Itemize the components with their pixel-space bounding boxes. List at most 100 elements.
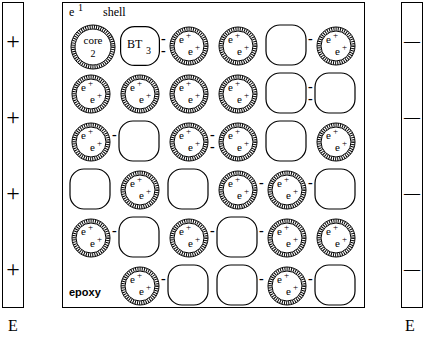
charge-symbol: + <box>284 271 289 280</box>
charge-symbol: + <box>137 175 142 184</box>
shell-hatching <box>319 125 353 159</box>
core-shell-particle: e+e+ <box>71 74 111 114</box>
core-shell-particle: e+e+ <box>267 218 307 258</box>
charge-symbol: - <box>210 140 215 154</box>
core-outline <box>272 223 302 253</box>
shell-outline <box>317 219 355 257</box>
shell-hatching <box>319 29 353 63</box>
charge-symbol: - <box>259 272 264 286</box>
electron-symbol: e <box>228 34 233 45</box>
core-shell-particle: e+e+ <box>316 218 356 258</box>
shell-hatching <box>221 77 255 111</box>
electron-symbol: e <box>237 94 242 105</box>
bt-particle: BT3 <box>120 26 160 66</box>
core-outline <box>76 223 106 253</box>
electron-symbol: e <box>130 274 135 285</box>
shell-outline <box>268 219 306 257</box>
callout-number: 1 <box>78 3 83 13</box>
electron-symbol: e <box>277 178 282 189</box>
core-outline <box>223 127 253 157</box>
shell-hatching <box>74 125 108 159</box>
epoxy-matrix: epoxycore2BT3e+e+e+e+e+e+e+e+e+e+e+e+e+e… <box>62 2 365 308</box>
shell-outline <box>219 75 257 113</box>
shell-hatching <box>172 29 206 63</box>
electron-symbol: e <box>179 226 184 237</box>
electron-symbol: e <box>237 142 242 153</box>
electrode-sign: + <box>6 181 20 205</box>
bt-label: BT <box>127 38 142 50</box>
bt-particle <box>217 217 257 257</box>
particle-shape <box>70 24 116 70</box>
core-outline <box>223 79 253 109</box>
core-label: core <box>70 35 116 46</box>
core-shell-particle: e+e+ <box>169 74 209 114</box>
shell-hatching <box>221 29 255 63</box>
charge-symbol: + <box>146 283 151 292</box>
core-shell-particle: e+e+ <box>120 74 160 114</box>
charge-symbol: + <box>186 79 191 88</box>
core-shell-particle: e+e+ <box>71 122 111 162</box>
bt-particle <box>119 217 159 257</box>
electron-symbol: e <box>188 94 193 105</box>
core-outline <box>272 271 302 301</box>
charge-symbol: + <box>342 43 347 52</box>
charge-symbol: - <box>161 272 166 286</box>
core-outline <box>76 79 106 109</box>
electron-symbol: e <box>286 238 291 249</box>
shell-hatching <box>74 77 108 111</box>
electron-symbol: e <box>286 190 291 201</box>
electron-symbol: e <box>90 142 95 153</box>
core-shell-particle: e+e+ <box>316 122 356 162</box>
core-outline <box>125 79 155 109</box>
shell-outline <box>317 123 355 161</box>
charge-symbol: + <box>244 139 249 148</box>
electrode-sign: — <box>404 109 420 125</box>
charge-symbol: + <box>195 235 200 244</box>
core-outline <box>76 127 106 157</box>
charge-symbol: + <box>293 283 298 292</box>
shell-hatching <box>270 269 304 303</box>
bt-particle <box>119 121 159 161</box>
core-outline <box>272 175 302 205</box>
charge-symbol: + <box>235 175 240 184</box>
core-shell-particle: e+e+ <box>120 266 160 306</box>
charge-symbol: + <box>186 223 191 232</box>
bt-particle <box>168 265 208 305</box>
shell-hatching <box>123 269 157 303</box>
shell-outline <box>317 27 355 65</box>
electron-symbol: e <box>139 190 144 201</box>
electron-symbol: e <box>81 130 86 141</box>
charge-symbol: + <box>137 271 142 280</box>
electron-symbol: e <box>237 190 242 201</box>
core-shell-particle: e+e+ <box>169 26 209 66</box>
shell-outline <box>219 27 257 65</box>
shell-outline <box>72 75 110 113</box>
bt-particle <box>315 265 355 305</box>
charge-symbol: + <box>195 43 200 52</box>
electron-symbol: e <box>130 82 135 93</box>
core-shell-particle: core 2 <box>70 24 116 70</box>
shell-outline <box>71 25 115 69</box>
charge-symbol: + <box>333 31 338 40</box>
electron-symbol: e <box>228 130 233 141</box>
shell-hatching <box>221 173 255 207</box>
matrix-label: epoxy <box>69 287 101 298</box>
electron-symbol: e <box>326 130 331 141</box>
electrode-sign: — <box>404 33 420 49</box>
shell-outline <box>219 171 257 209</box>
electron-symbol: e <box>335 46 340 57</box>
callout-number: 2 <box>70 49 116 59</box>
shell-hatching <box>172 125 206 159</box>
shell-outline <box>170 123 208 161</box>
shell-hatching <box>73 27 113 67</box>
shell-hatching <box>319 221 353 255</box>
bt-particle <box>70 169 110 209</box>
bt-outline <box>121 27 160 66</box>
charge-symbol: + <box>137 79 142 88</box>
electrode-sign: — <box>404 261 420 277</box>
electron-symbol: e <box>69 6 74 18</box>
bt-particle <box>315 73 355 113</box>
electron-symbol: e <box>326 226 331 237</box>
core-outline <box>174 79 204 109</box>
charge-symbol: - <box>112 128 117 142</box>
